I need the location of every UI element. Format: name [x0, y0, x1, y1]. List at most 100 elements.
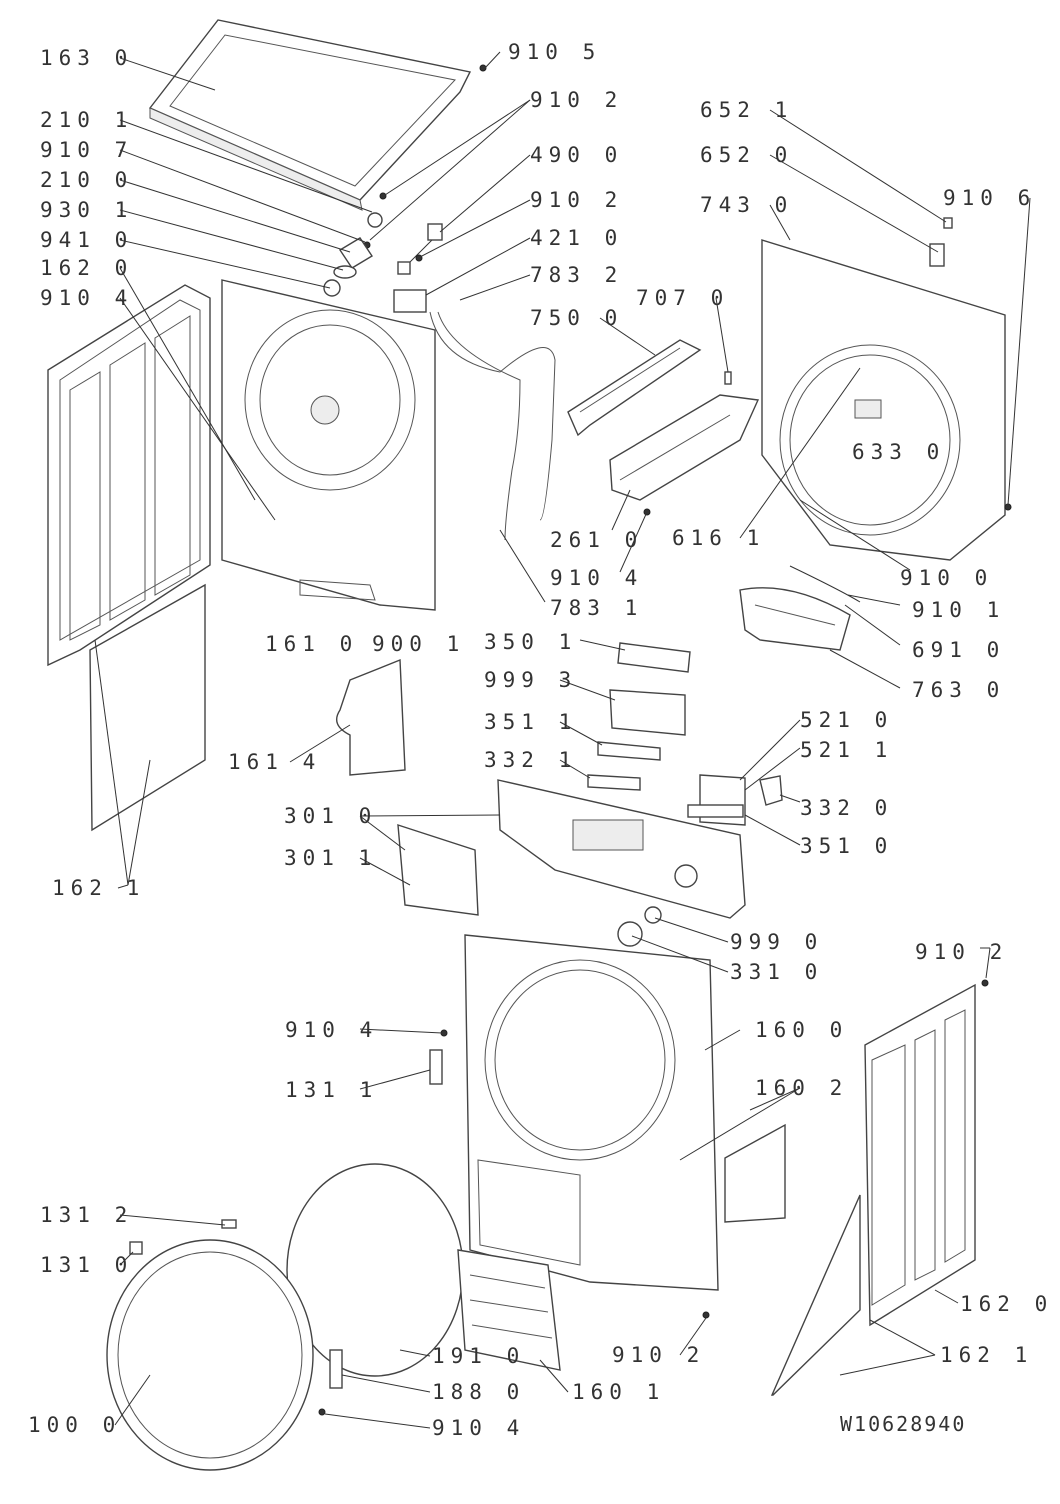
callout-label: 910 6	[943, 186, 1037, 210]
part-3320	[759, 775, 783, 806]
callout-label: 910 4	[285, 1018, 379, 1042]
callout-label: 910 1	[912, 598, 1006, 622]
filter-7630	[739, 587, 851, 651]
callout-label: 160 1	[572, 1380, 666, 1404]
callout-label: 100 0	[28, 1413, 122, 1437]
part-3510	[687, 804, 744, 818]
screw-9104-d	[318, 1408, 326, 1416]
knob-3310	[617, 921, 643, 947]
callout-label: 910 2	[530, 88, 624, 112]
part-1312	[221, 1219, 237, 1229]
part-2610	[609, 394, 760, 501]
callout-label: 910 4	[40, 286, 134, 310]
top-cover-part	[148, 19, 472, 211]
callout-label: 743 0	[700, 193, 794, 217]
callout-label: 210 1	[40, 108, 134, 132]
rear-panel	[221, 279, 436, 611]
panel-1602	[724, 1123, 786, 1223]
callout-label: 941 0	[40, 228, 134, 252]
leader-lines	[94, 51, 1031, 1429]
callout-label: 351 1	[484, 710, 578, 734]
front-frame	[761, 239, 1006, 561]
callout-label: 332 0	[800, 796, 894, 820]
callout-label: 999 3	[484, 668, 578, 692]
insulation-1621	[89, 583, 206, 832]
insulation-1614	[336, 658, 406, 776]
callout-label: 910 7	[40, 138, 134, 162]
callout-label: 210 0	[40, 168, 134, 192]
screw-9102-d	[981, 979, 989, 987]
callout-label: 910 2	[530, 188, 624, 212]
callout-label: 521 1	[800, 738, 894, 762]
callout-label: 161 0	[265, 632, 359, 656]
hose-7832	[429, 311, 556, 521]
hinge-1310	[129, 1241, 143, 1255]
part-4900	[397, 223, 443, 275]
part-3511	[597, 741, 661, 761]
part-9301	[333, 265, 357, 279]
callout-label: 131 1	[285, 1078, 379, 1102]
callout-label: 261 0	[550, 528, 644, 552]
callout-label: 332 1	[484, 748, 578, 772]
latch-1880	[329, 1349, 343, 1389]
callout-label: 160 2	[755, 1076, 849, 1100]
board-9993	[609, 689, 686, 736]
callout-label: 301 0	[284, 804, 378, 828]
grille-1601	[457, 1249, 561, 1371]
callout-label: 707 0	[636, 286, 730, 310]
front-panel-1600	[464, 934, 719, 1291]
callout-label: 910 2	[612, 1343, 706, 1367]
part-7070	[724, 371, 732, 385]
callout-label: 131 0	[40, 1253, 134, 1277]
callout-label: 750 0	[530, 306, 624, 330]
callout-label: 910 4	[550, 566, 644, 590]
screw-9102-c	[702, 1311, 710, 1319]
part-2101	[367, 212, 383, 228]
document-id: W10628940	[840, 1412, 967, 1436]
callout-label: 999 0	[730, 930, 824, 954]
hinge-1311	[429, 1049, 443, 1085]
drawer-3011	[397, 824, 479, 916]
hose-7831	[437, 311, 521, 541]
part-6521	[943, 217, 953, 229]
callout-label: 191 0	[432, 1344, 526, 1368]
callout-label: 160 0	[755, 1018, 849, 1042]
part-6520	[929, 243, 945, 267]
callout-label: 421 0	[530, 226, 624, 250]
control-panel-3010	[497, 779, 746, 919]
callout-label: 910 4	[432, 1416, 526, 1440]
callout-label: 301 1	[284, 846, 378, 870]
callout-label: 162 1	[52, 876, 146, 900]
callout-label: 616 1	[672, 526, 766, 550]
left-side-panel	[47, 284, 211, 667]
callout-label: 783 2	[530, 263, 624, 287]
door-1000	[106, 1239, 314, 1471]
insulation-1621-b	[770, 1194, 861, 1396]
knob-9990	[644, 906, 662, 924]
seal-6910	[789, 565, 861, 603]
callout-label: 351 0	[800, 834, 894, 858]
callout-label: 763 0	[912, 678, 1006, 702]
callout-label: 930 1	[40, 198, 134, 222]
callout-label: 162 0	[40, 256, 134, 280]
part-2100	[339, 237, 373, 269]
part-9410	[323, 279, 341, 297]
callout-label: 188 0	[432, 1380, 526, 1404]
callout-label: 910 5	[508, 40, 602, 64]
board-3501	[617, 642, 691, 673]
callout-label: 910 0	[900, 566, 994, 590]
callout-label: 490 0	[530, 143, 624, 167]
callout-label: 131 2	[40, 1203, 134, 1227]
callout-label: 652 1	[700, 98, 794, 122]
callout-label: 652 0	[700, 143, 794, 167]
part-3321	[587, 774, 641, 791]
callout-label: 783 1	[550, 596, 644, 620]
right-side-panel	[864, 983, 976, 1327]
callout-label: 521 0	[800, 708, 894, 732]
callout-label: 910 2	[915, 940, 1009, 964]
callout-label: 900 1	[372, 632, 466, 656]
callout-label: 331 0	[730, 960, 824, 984]
callout-label: 162 1	[940, 1343, 1034, 1367]
